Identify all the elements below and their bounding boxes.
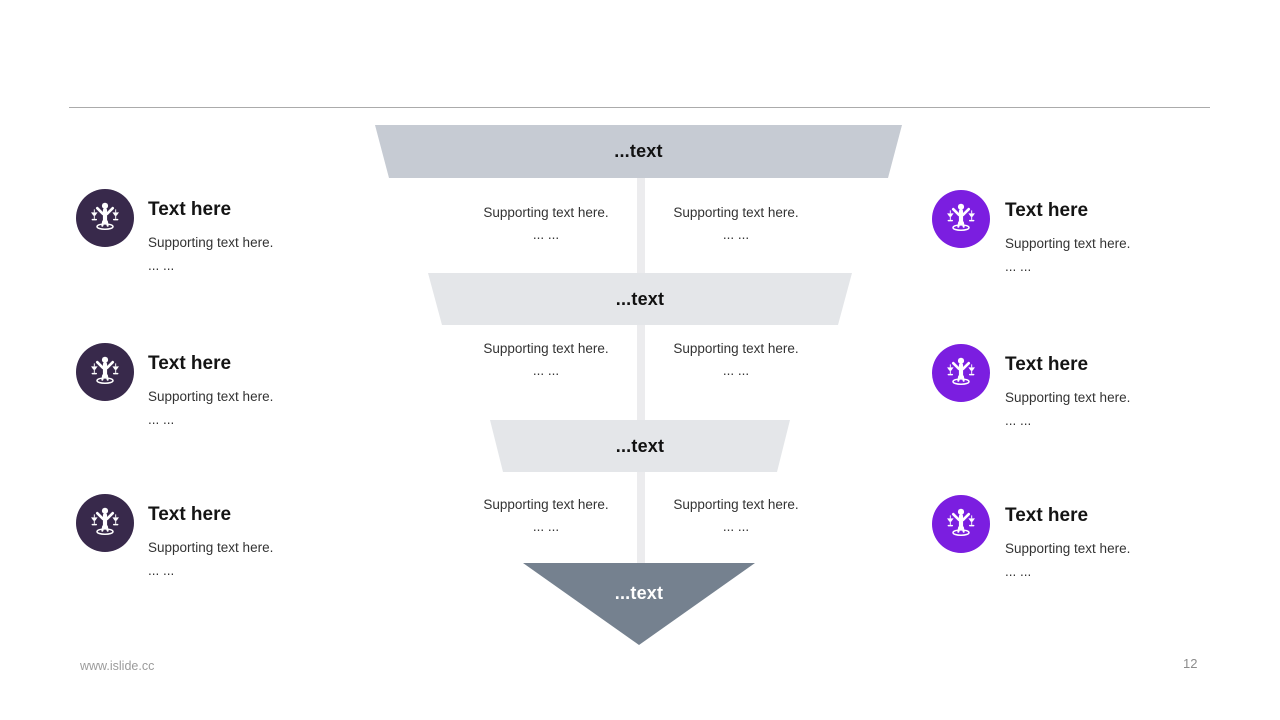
justice-scales-icon (76, 343, 134, 401)
funnel-level-1-label: ...text (614, 141, 663, 161)
item-supporting-text: Supporting text here. (1005, 541, 1131, 556)
slide-page-number: 12 (1183, 656, 1198, 671)
note-line1: Supporting text here. (483, 497, 609, 512)
funnel-level-4-triangle: ...text (523, 563, 755, 645)
justice-scales-icon (76, 494, 134, 552)
justice-scales-icon (932, 190, 990, 248)
item-ellipsis: ... ... (148, 411, 175, 427)
item-title: Text here (1005, 200, 1089, 221)
item-ellipsis: ... ... (1005, 412, 1032, 428)
note-line2: ... ... (722, 227, 750, 242)
funnel-level-3: ...text (490, 420, 790, 472)
item-supporting-text: Supporting text here. (148, 389, 274, 404)
footer-website-url: www.islide.cc (80, 659, 155, 673)
feature-item: Text here Supporting text here. ... ... (932, 190, 1212, 282)
note-line2: ... ... (722, 519, 750, 534)
item-supporting-text: Supporting text here. (1005, 236, 1131, 251)
feature-item: Text here Supporting text here. ... ... (932, 344, 1212, 436)
item-ellipsis: ... ... (1005, 258, 1032, 274)
note-line2: ... ... (532, 227, 560, 242)
justice-scales-icon (76, 189, 134, 247)
item-ellipsis: ... ... (148, 562, 175, 578)
funnel-note: Supporting text here. ... ... (456, 494, 636, 538)
funnel-center-line (637, 178, 645, 563)
item-title: Text here (148, 353, 232, 374)
funnel-level-1: ...text (375, 125, 902, 178)
item-title: Text here (1005, 505, 1089, 526)
feature-item: Text here Supporting text here. ... ... (932, 495, 1212, 587)
funnel-note: Supporting text here. ... ... (456, 338, 636, 382)
justice-scales-icon (932, 344, 990, 402)
note-line1: Supporting text here. (483, 205, 609, 220)
feature-item: Text here Supporting text here. ... ... (76, 343, 356, 435)
item-supporting-text: Supporting text here. (148, 540, 274, 555)
top-divider-line (69, 107, 1210, 108)
note-line2: ... ... (532, 519, 560, 534)
note-line1: Supporting text here. (673, 341, 799, 356)
note-line1: Supporting text here. (483, 341, 609, 356)
item-supporting-text: Supporting text here. (148, 235, 274, 250)
note-line1: Supporting text here. (673, 205, 799, 220)
note-line2: ... ... (722, 363, 750, 378)
feature-item: Text here Supporting text here. ... ... (76, 494, 356, 586)
funnel-level-2-label: ...text (615, 288, 665, 309)
item-title: Text here (148, 504, 232, 525)
funnel-note: Supporting text here. ... ... (646, 494, 826, 538)
funnel-level-4-label: ...text (614, 583, 664, 603)
feature-item: Text here Supporting text here. ... ... (76, 189, 356, 281)
item-title: Text here (1005, 354, 1089, 375)
note-line2: ... ... (532, 363, 560, 378)
note-line1: Supporting text here. (673, 497, 799, 512)
item-title: Text here (148, 199, 232, 220)
item-ellipsis: ... ... (1005, 563, 1032, 579)
justice-scales-icon (932, 495, 990, 553)
item-ellipsis: ... ... (148, 257, 175, 273)
funnel-note: Supporting text here. ... ... (456, 202, 636, 246)
funnel-note: Supporting text here. ... ... (646, 338, 826, 382)
item-supporting-text: Supporting text here. (1005, 390, 1131, 405)
funnel-note: Supporting text here. ... ... (646, 202, 826, 246)
funnel-level-3-label: ...text (615, 435, 665, 456)
funnel-level-2: ...text (428, 273, 852, 325)
